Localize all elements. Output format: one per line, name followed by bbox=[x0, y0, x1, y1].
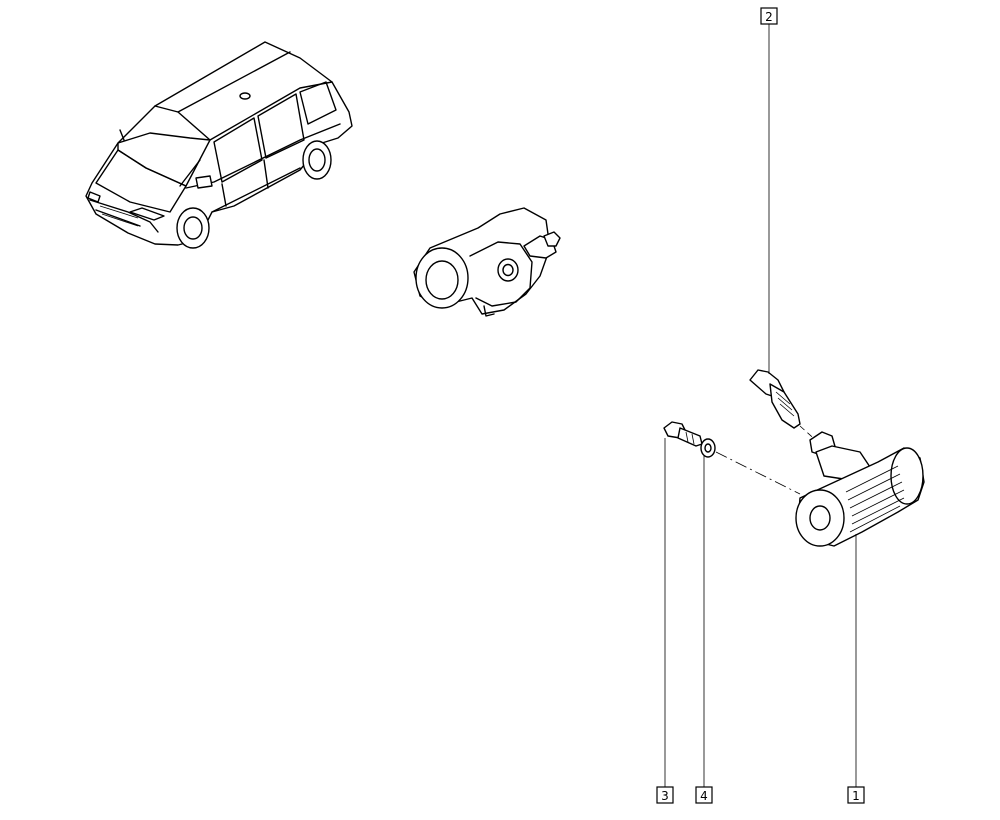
wheel-cylinder-part bbox=[795, 431, 925, 547]
callout-3: 3 bbox=[656, 786, 674, 804]
bleed-screw-part bbox=[749, 369, 821, 445]
bolt-part bbox=[663, 421, 703, 447]
callout-4: 4 bbox=[695, 786, 713, 804]
leader-lines bbox=[664, 24, 857, 787]
wheel-cylinder-assembled-view bbox=[413, 207, 561, 317]
callout-2: 2 bbox=[760, 7, 778, 25]
washer-part bbox=[700, 438, 801, 495]
callout-label: 3 bbox=[661, 789, 669, 803]
callout-label: 2 bbox=[765, 10, 773, 24]
callout-label: 4 bbox=[700, 789, 708, 803]
callout-1: 1 bbox=[847, 786, 865, 804]
vehicle-illustration bbox=[85, 41, 353, 249]
callout-label: 1 bbox=[852, 789, 860, 803]
